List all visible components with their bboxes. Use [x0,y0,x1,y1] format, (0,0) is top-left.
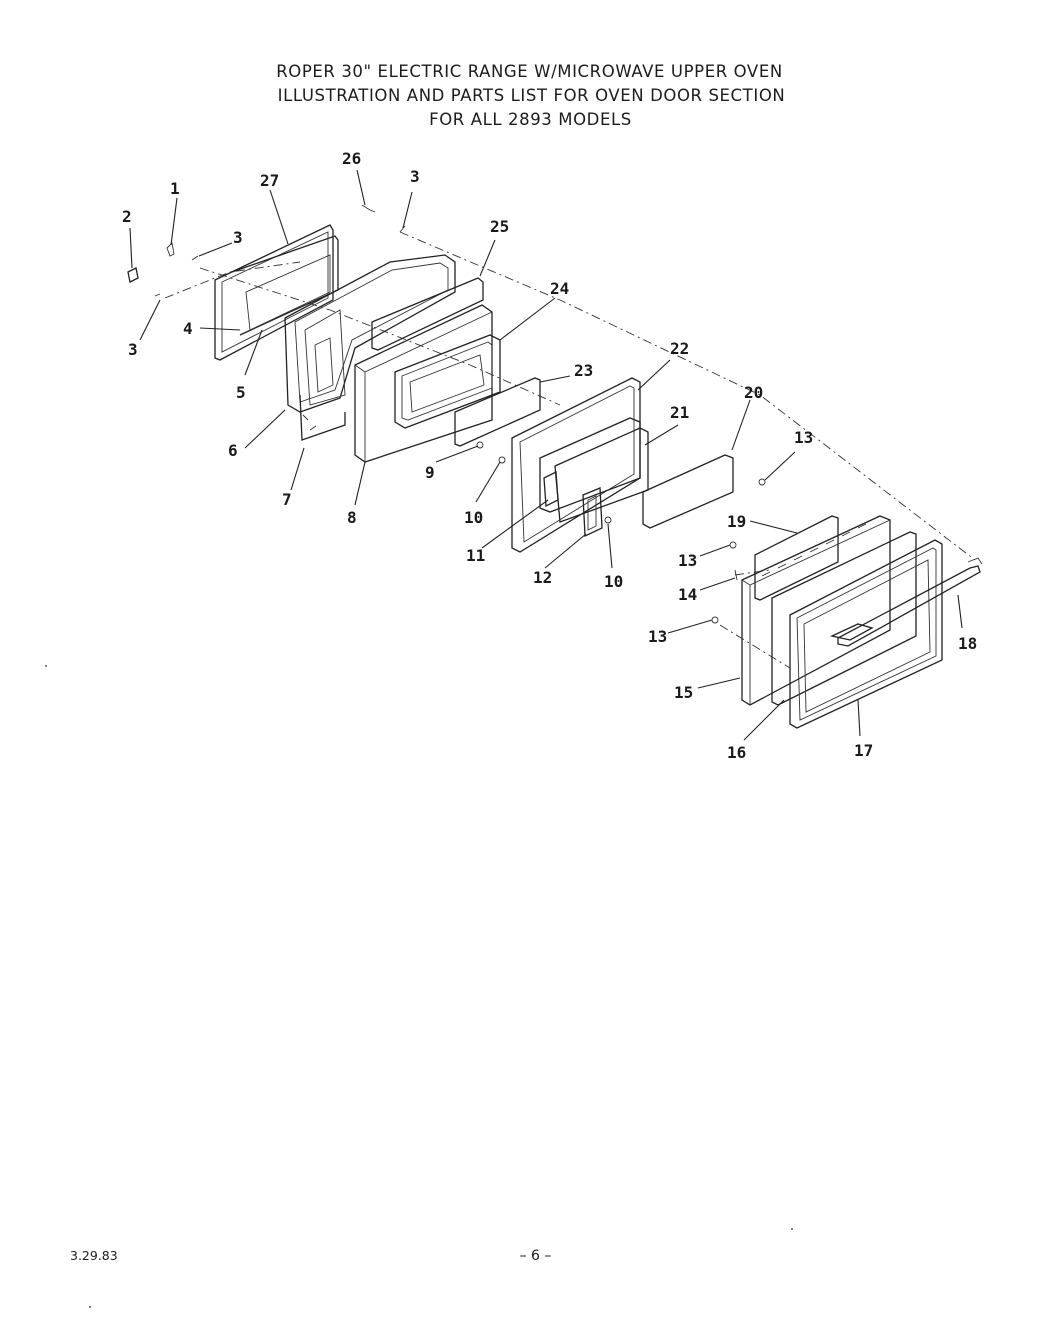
diagram-title-line-1: ROPER 30" ELECTRIC RANGE W/MICROWAVE UPP… [276,62,783,81]
diagram-title-line-3: FOR ALL 2893 MODELS [429,110,632,129]
callout-12: 12 [533,568,552,587]
callout-25: 25 [490,217,509,236]
callout-16: 16 [727,743,746,762]
callout-4: 4 [183,319,193,338]
callout-9: 9 [425,463,435,482]
part-20-outer-glass [642,454,734,529]
revision-date: 3.29.83 [70,1248,118,1263]
callout-6: 6 [228,441,238,460]
callout-17: 17 [854,741,873,760]
callout-18: 18 [958,634,977,653]
assembly-axis-lines [164,231,976,669]
callout-14: 14 [678,585,697,604]
callout-23: 23 [574,361,593,380]
callout-leaders [129,169,963,741]
part-15-outer-door-panel [741,515,891,706]
part-21-inner-glass [539,417,649,523]
part-24-window-frame [394,334,501,429]
callout-10-a: 10 [464,508,483,527]
part-23-glass-panel [454,377,541,447]
part-18-door-handle [837,557,983,647]
callout-8: 8 [347,508,357,527]
callout-13-b: 13 [678,551,697,570]
part-19-insulation [754,515,839,601]
callout-13-c: 13 [648,627,667,646]
callout-13-a: 13 [794,428,813,447]
callout-24: 24 [550,279,569,298]
callout-20: 20 [744,383,763,402]
callout-numbers: 1 2 3 3 3 4 5 6 7 8 9 10 10 11 12 13 13 … [122,149,977,762]
part-16-door-gasket [771,531,917,706]
callout-11: 11 [466,546,485,565]
part-25-inner-liner [354,277,493,463]
callout-10-b: 10 [604,572,623,591]
part-22-inner-door-panel [511,377,641,553]
callout-7: 7 [282,490,292,509]
callout-3-a: 3 [233,228,243,247]
callout-22: 22 [670,339,689,358]
part-12-hinge-bracket [543,470,603,538]
diagram-title-line-2: ILLUSTRATION AND PARTS LIST FOR OVEN DOO… [277,86,786,105]
callout-5: 5 [236,383,246,402]
callout-3-c: 3 [410,167,420,186]
callout-27: 27 [260,171,279,190]
callout-1: 1 [170,179,180,198]
callout-21: 21 [670,403,689,422]
callout-26: 26 [342,149,361,168]
part-6-door-liner [284,254,456,441]
callout-19: 19 [727,512,746,531]
callout-3-b: 3 [128,340,138,359]
page-number: – 6 – [519,1248,552,1264]
callout-2: 2 [122,207,132,226]
hardware-specks [45,204,793,1308]
callout-15: 15 [674,683,693,702]
part-17-outer-frame [789,539,943,729]
